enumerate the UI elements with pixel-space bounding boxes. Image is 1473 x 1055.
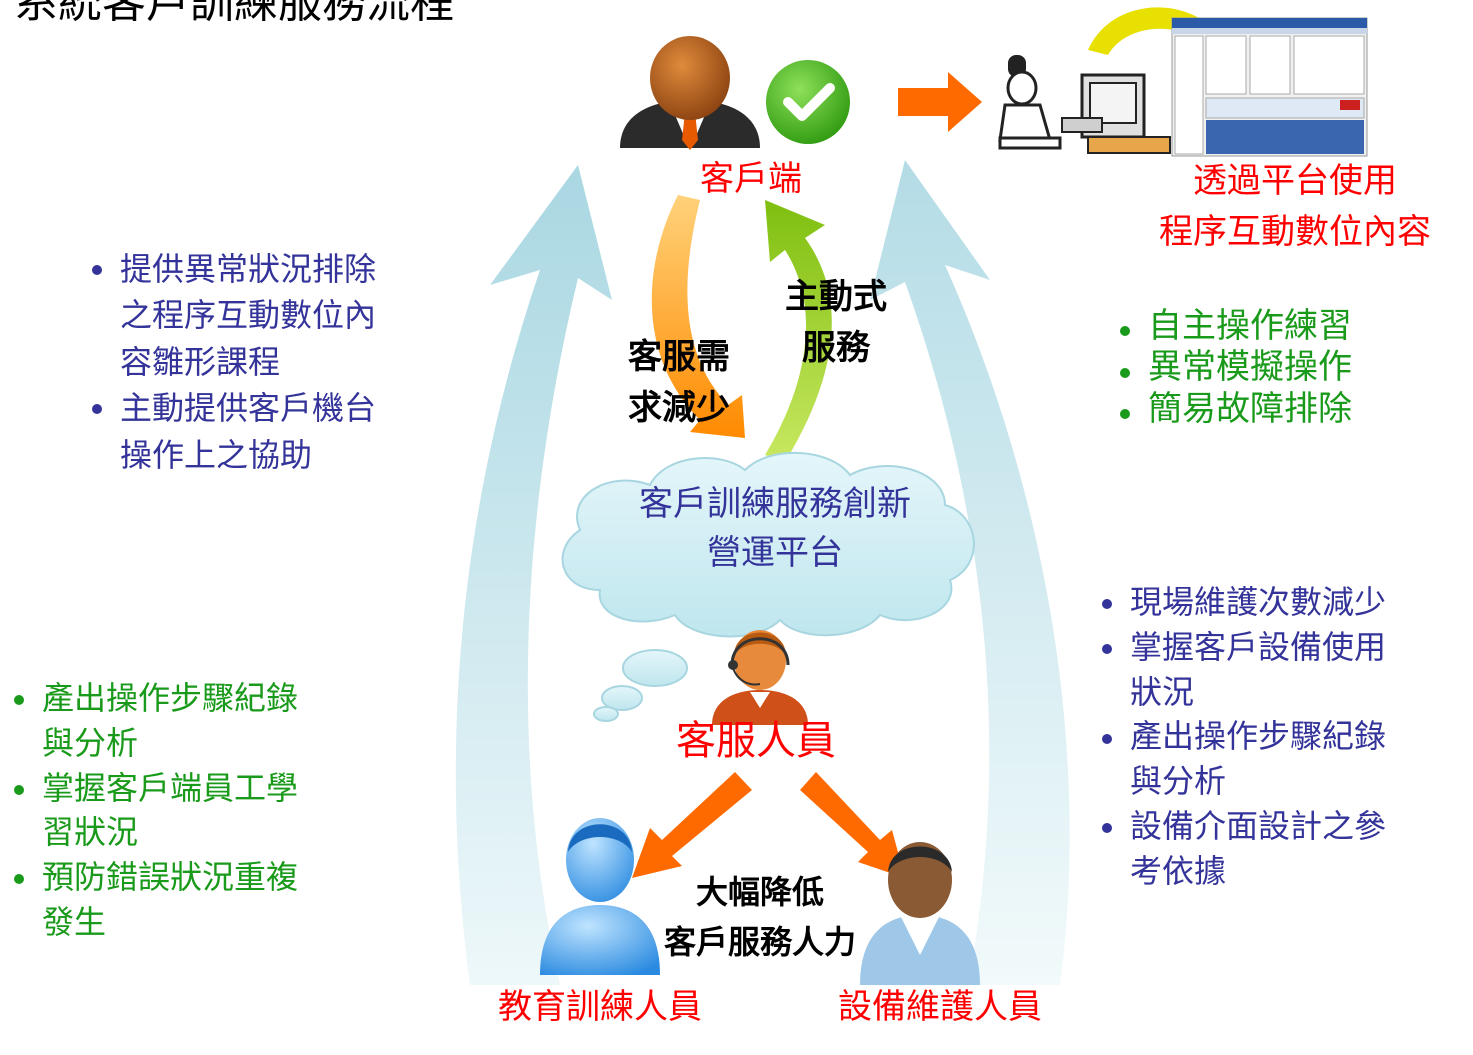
- maintainer-label: 設備維護人員: [838, 987, 1042, 1027]
- bullet-item: 簡易故障排除: [1118, 389, 1352, 430]
- client-person-icon: [620, 36, 760, 150]
- bullet-item: 預防錯誤狀況重複 發生: [12, 855, 298, 945]
- reduce-manpower-label: 大幅降低 客戶服務人力: [630, 868, 890, 967]
- proactive-service-line-2: 服務: [802, 328, 870, 368]
- bullet-item: 現場維護次數減少: [1100, 580, 1386, 625]
- page-title: 系統客戶訓練服務流程: [14, 0, 454, 28]
- top-left-bullets: 提供異常狀況排除 之程序互動數位內 容雛形課程 主動提供客戶機台 操作上之協助: [90, 246, 376, 478]
- platform-use-line-2: 程序互動數位內容: [1159, 212, 1431, 252]
- to-platform-arrow: [898, 72, 982, 132]
- cs-agent-icon: [712, 630, 808, 725]
- proactive-service-line-1: 主動式: [785, 277, 887, 317]
- cs-staff-label: 客服人員: [676, 718, 836, 764]
- bullet-item: 設備介面設計之參 考依據: [1100, 804, 1386, 894]
- bullet-item: 掌握客戶設備使用 狀況: [1100, 625, 1386, 715]
- left-cycle-arrow: [455, 165, 612, 985]
- service-center-line-2: 營運平台: [707, 533, 843, 574]
- trainer-person-icon: [540, 818, 660, 975]
- demand-decrease-line-1: 客服需: [628, 337, 730, 377]
- to-maintainer-arrow: [800, 772, 905, 878]
- platform-use-line-1: 透過平台使用: [1193, 161, 1397, 201]
- bullet-item: 掌握客戶端員工學 習狀況: [12, 766, 298, 856]
- bullet-item: 自主操作練習: [1118, 306, 1352, 347]
- bottom-left-bullets: 產出操作步驟紀錄 與分析 掌握客戶端員工學 習狀況 預防錯誤狀況重複 發生: [12, 676, 298, 945]
- proactive-service-arrow: [765, 200, 832, 462]
- bottom-right-bullets: 現場維護次數減少 掌握客戶設備使用 狀況 產出操作步驟紀錄 與分析 設備介面設計…: [1100, 580, 1386, 894]
- bullet-item: 產出操作步驟紀錄 與分析: [12, 676, 298, 766]
- platform-use-label: 透過平台使用 程序互動數位內容: [1120, 156, 1470, 258]
- app-screenshot: [1171, 17, 1368, 157]
- reduce-manpower-line-2: 客戶服務人力: [663, 922, 856, 961]
- service-center-line-1: 客戶訓練服務創新: [639, 484, 911, 524]
- right-cycle-arrow: [870, 160, 1070, 985]
- to-trainer-arrow: [632, 772, 752, 878]
- bullet-item: 提供異常狀況排除 之程序互動數位內 容雛形課程: [90, 246, 376, 385]
- demand-decrease-line-2: 求減少: [628, 388, 730, 428]
- check-icon: [766, 60, 850, 144]
- computer-user-icon: [998, 55, 1171, 154]
- bullet-item: 產出操作步驟紀錄 與分析: [1100, 714, 1386, 804]
- reduce-manpower-line-1: 大幅降低: [695, 873, 824, 911]
- platform-cloud: [561, 452, 975, 722]
- demand-decrease-label: 客服需 求減少: [628, 332, 730, 434]
- proactive-service-label: 主動式 服務: [776, 272, 896, 374]
- bullet-item: 主動提供客戶機台 操作上之協助: [90, 385, 376, 478]
- top-right-bullets: 自主操作練習 異常模擬操作 簡易故障排除: [1118, 306, 1352, 430]
- maintainer-person-icon: [860, 842, 980, 985]
- bullet-item: 異常模擬操作: [1118, 347, 1352, 388]
- trainer-label: 教育訓練人員: [498, 987, 702, 1027]
- demand-decrease-arrow: [651, 195, 745, 438]
- service-center-label: 客戶訓練服務創新 營運平台: [585, 480, 965, 579]
- client-label: 客戶端: [700, 159, 802, 199]
